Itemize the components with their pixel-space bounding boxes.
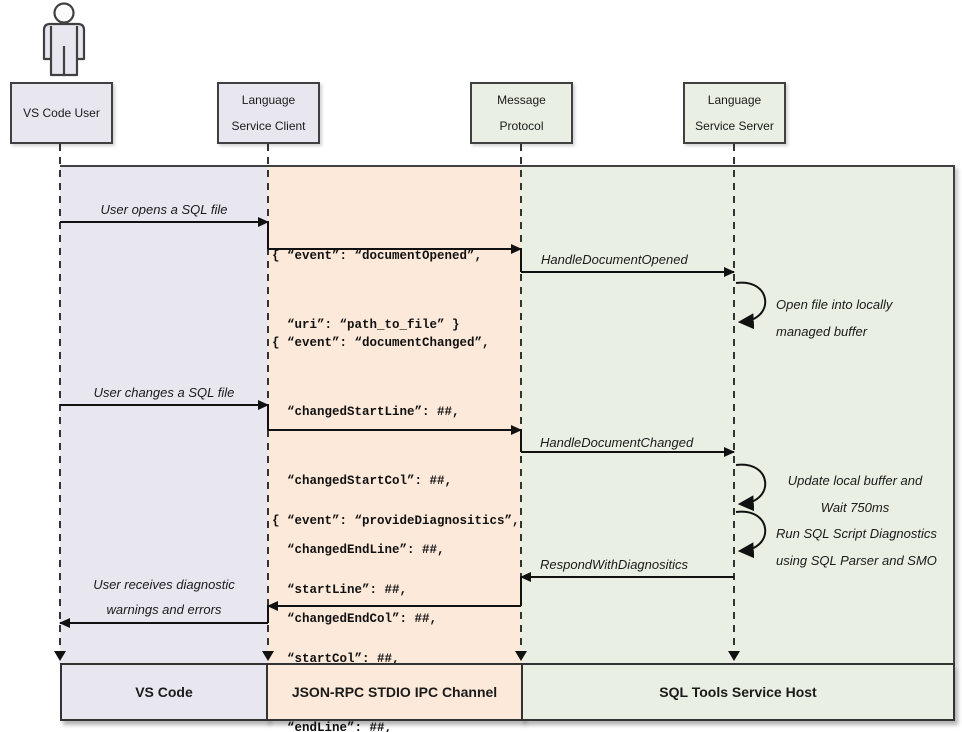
arrow-respond-with-diagnostics	[520, 572, 734, 582]
payload-document-opened: { “event”: “documentOpened”, “uri”: “pat…	[272, 199, 482, 383]
payload-line: “startLine”: ##,	[272, 583, 408, 597]
annotation-update-buffer-wait: Update local buffer and Wait 750ms	[770, 467, 940, 521]
lane-box-service-host: SQL Tools Service Host	[521, 663, 955, 721]
arrow-handle-document-changed	[521, 447, 735, 457]
payload-line: “startCol”: ##,	[272, 652, 400, 666]
lane-label: VS Code	[135, 684, 193, 700]
payload-line: “endLine”: ##,	[272, 721, 393, 732]
label-handle-document-changed: HandleDocumentChanged	[540, 435, 694, 450]
arrow-document-opened-payload	[268, 244, 522, 254]
arrow-user-opens-file	[60, 217, 269, 227]
lane-box-ipc-channel: JSON-RPC STDIO IPC Channel	[266, 663, 523, 721]
annotation-line: Run SQL Script Diagnostics	[776, 526, 937, 541]
lane-label: JSON-RPC STDIO IPC Channel	[291, 684, 498, 700]
annotation-line: Wait 750ms	[820, 500, 890, 515]
connector-stub	[520, 429, 522, 452]
label-user-opens-file: User opens a SQL file	[100, 202, 228, 217]
actor-label: Service Server	[695, 119, 774, 133]
payload-provide-diagnostics: { “event”: “provideDiagnositics”, “start…	[272, 464, 520, 732]
lifeline-end-arrow-icon	[515, 651, 527, 661]
actor-label: Message	[497, 93, 546, 107]
actor-label: VS Code User	[23, 106, 100, 120]
connector-stub	[267, 221, 269, 249]
arrow-user-receives-diagnostics	[59, 618, 268, 628]
arrow-diagnostics-payload	[267, 601, 521, 611]
lane-label: SQL Tools Service Host	[659, 684, 817, 700]
actor-label: Language	[707, 93, 762, 107]
actor-label: Language	[241, 93, 296, 107]
lane-box-vscode: VS Code	[60, 663, 268, 721]
band-service-host	[521, 167, 953, 663]
payload-line: “changedStartLine”: ##,	[272, 405, 460, 419]
lifeline-message-protocol	[520, 144, 522, 652]
label-handle-document-opened: HandleDocumentOpened	[541, 252, 688, 267]
connector-stub	[520, 248, 522, 272]
payload-line: “uri”: “path_to_file” }	[272, 318, 460, 332]
actor-box-vscode-user: VS Code User	[10, 82, 113, 144]
actor-label: Service Client	[231, 119, 306, 133]
actor-box-language-service-server: Language Service Server	[683, 82, 786, 144]
annotation-run-diagnostics: Run SQL Script Diagnostics using SQL Par…	[776, 520, 937, 574]
connector-stub	[520, 576, 522, 606]
band-vscode	[60, 167, 268, 663]
payload-line: { “event”: “provideDiagnositics”,	[272, 514, 520, 528]
arrow-handle-document-opened	[521, 267, 735, 277]
lifeline-service-client	[267, 144, 269, 652]
connector-stub	[267, 605, 269, 623]
annotation-open-file-buffer: Open file into locally managed buffer	[776, 291, 892, 345]
swimlane-bands	[60, 165, 955, 663]
connector-stub	[267, 404, 269, 430]
label-line: User receives diagnostic	[93, 577, 235, 592]
annotation-line: Update local buffer and	[787, 473, 923, 488]
actor-label: Protocol	[499, 119, 544, 133]
payload-line: “changedEndCol”: ##,	[272, 612, 438, 626]
payload-line: { “event”: “documentOpened”,	[272, 249, 483, 263]
lifeline-vscode-user	[59, 144, 61, 652]
label-respond-with-diagnostics: RespondWithDiagnositics	[540, 557, 689, 572]
annotation-line: using SQL Parser and SMO	[776, 553, 937, 568]
label-user-changes-file: User changes a SQL file	[93, 385, 235, 400]
actor-box-message-protocol: Message Protocol	[470, 82, 573, 144]
lifeline-end-arrow-icon	[728, 651, 740, 661]
annotation-line: managed buffer	[776, 324, 868, 339]
payload-line: “changedEndLine”: ##,	[272, 543, 445, 557]
lifeline-end-arrow-icon	[54, 651, 66, 661]
actor-box-language-service-client: Language Service Client	[217, 82, 320, 144]
arrow-user-changes-file	[60, 400, 269, 410]
annotation-line: Open file into locally	[776, 297, 893, 312]
lifeline-end-arrow-icon	[262, 651, 274, 661]
user-actor-icon	[42, 2, 86, 77]
label-line: warnings and errors	[106, 602, 222, 617]
payload-line: { “event”: “documentChanged”,	[272, 336, 490, 350]
label-user-receives-diagnostics: User receives diagnostic warnings and er…	[60, 572, 268, 622]
lifeline-service-server	[733, 144, 735, 652]
payload-line: “changedStartCol”: ##,	[272, 474, 453, 488]
arrow-document-changed-payload	[268, 425, 522, 435]
